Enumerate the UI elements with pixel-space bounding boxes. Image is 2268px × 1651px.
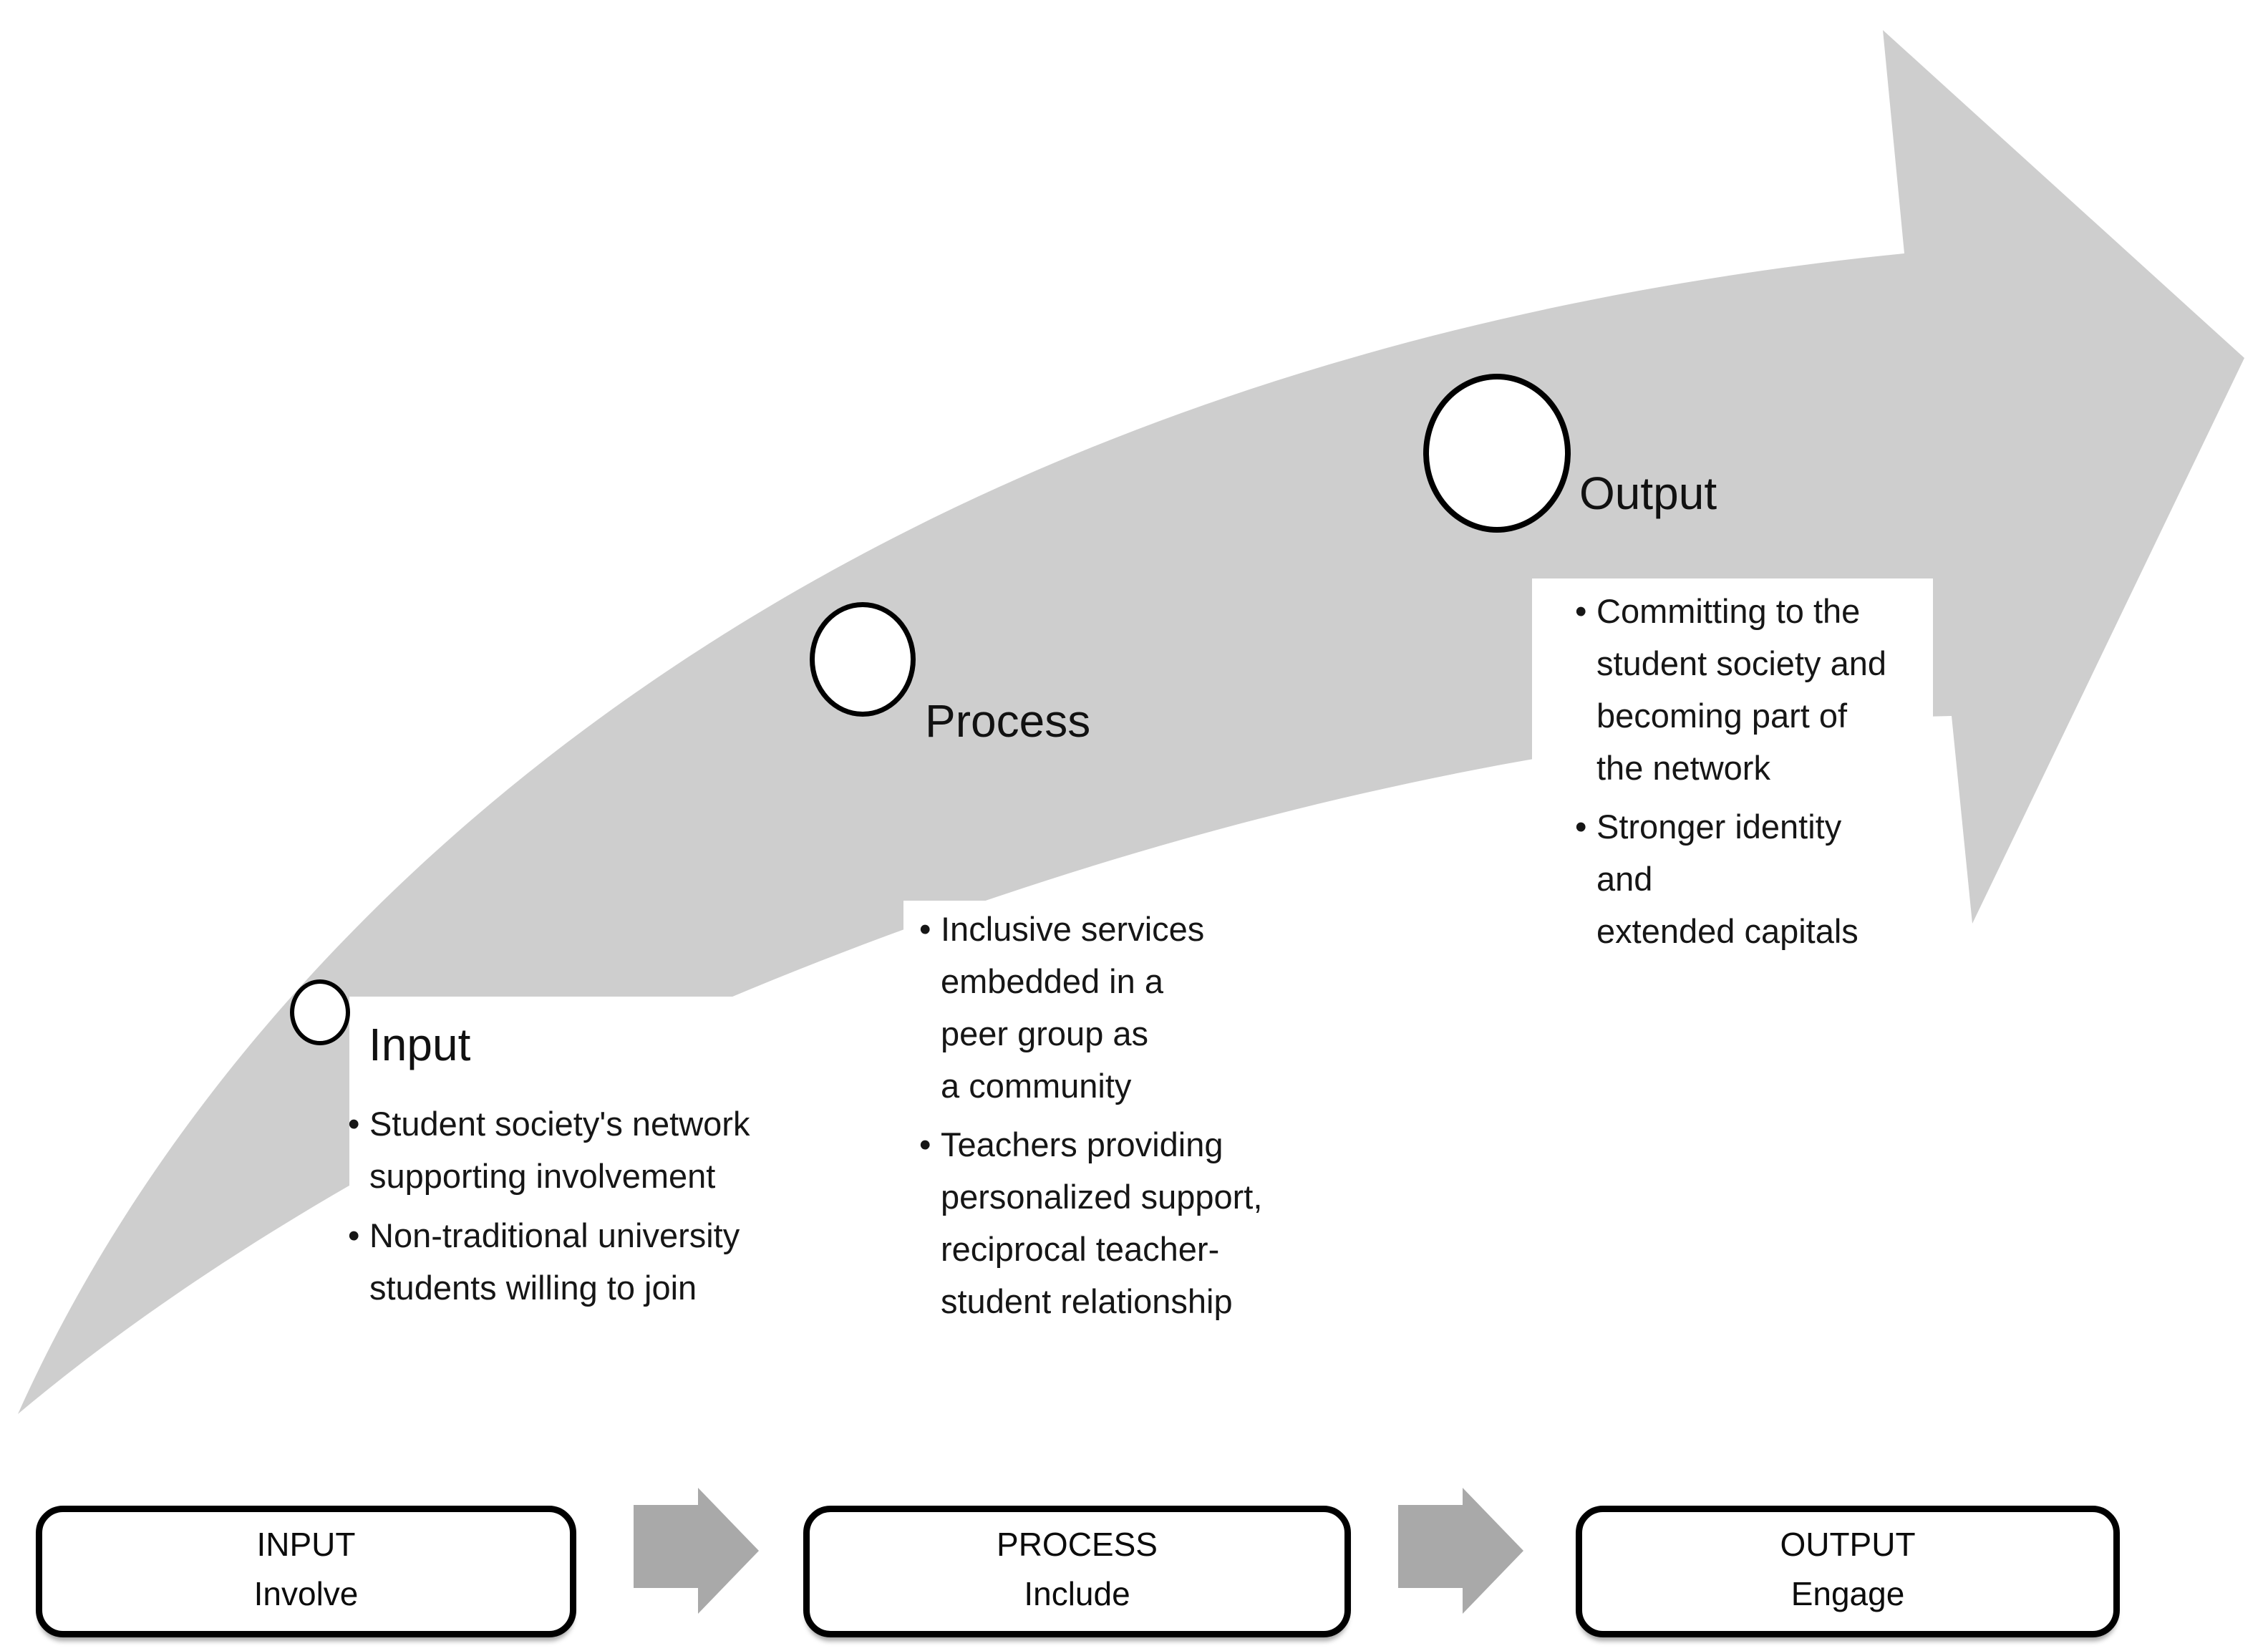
bullet-text: Committing to the student society and be… — [1596, 592, 1886, 787]
flow-box-subtitle: Involve — [253, 1575, 359, 1613]
bullet-dot-icon — [348, 1210, 369, 1262]
bullet-text: Non-traditional university students will… — [369, 1216, 740, 1307]
bullet-dot-icon — [919, 904, 941, 956]
bullet-dot-icon — [919, 1119, 941, 1171]
bullet-dot-icon — [1575, 801, 1596, 853]
output-text-panel — [1532, 578, 1933, 965]
list-item: Committing to the student society and be… — [1575, 586, 1937, 794]
flow-box-subtitle: Include — [1024, 1575, 1130, 1613]
list-item: Inclusive services embedded in a peer gr… — [919, 904, 1370, 1112]
flow-arrow-icon-1 — [634, 1488, 759, 1614]
list-item: Stronger identity and extended capitals — [1575, 801, 1937, 958]
output-bullet-list: Committing to the student society and be… — [1575, 586, 1937, 958]
output-circle — [1423, 374, 1571, 533]
flow-box-process: PROCESS Include — [803, 1506, 1351, 1637]
flow-box-input: INPUT Involve — [36, 1506, 576, 1637]
process-bullet-list: Inclusive services embedded in a peer gr… — [919, 904, 1370, 1328]
list-item: Student society's network supporting inv… — [348, 1098, 849, 1203]
bullet-text: Inclusive services embedded in a peer gr… — [941, 910, 1205, 1105]
flow-box-title: INPUT — [256, 1526, 356, 1563]
input-bullet-list: Student society's network supporting inv… — [348, 1098, 849, 1314]
list-item: Teachers providing personalized support,… — [919, 1119, 1370, 1327]
flow-box-subtitle: Engage — [1790, 1575, 1905, 1613]
input-label: Input — [369, 1019, 471, 1070]
process-text-panel — [903, 901, 1367, 1302]
flow-box-output: OUTPUT Engage — [1576, 1506, 2120, 1637]
flow-arrow-icon-2 — [1398, 1488, 1523, 1614]
input-circle — [290, 979, 350, 1045]
bullet-text: Teachers providing personalized support,… — [941, 1125, 1263, 1320]
list-item: Non-traditional university students will… — [348, 1210, 849, 1314]
upward-swoosh-arrow — [18, 30, 2244, 1414]
flow-box-title: PROCESS — [997, 1526, 1158, 1563]
flow-box-title: OUTPUT — [1780, 1526, 1916, 1563]
input-text-panel — [349, 997, 849, 1339]
bullet-dot-icon — [1575, 586, 1596, 638]
process-circle — [810, 602, 916, 717]
bullet-text: Stronger identity and extended capitals — [1596, 808, 1858, 951]
bullet-text: Student society's network supporting inv… — [369, 1105, 750, 1195]
bullet-dot-icon — [348, 1098, 369, 1151]
output-label: Output — [1579, 468, 1717, 519]
process-label: Process — [925, 695, 1091, 747]
